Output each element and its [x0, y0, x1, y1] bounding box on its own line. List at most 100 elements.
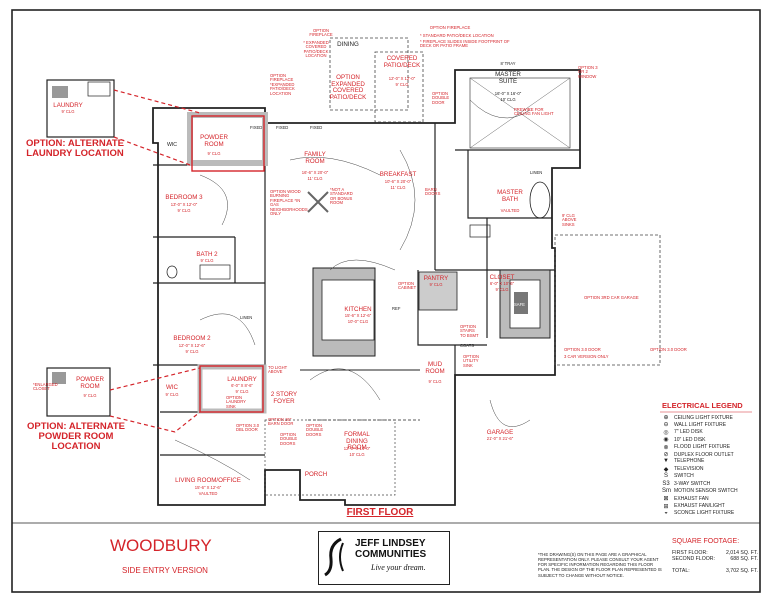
car-version-note: 3 CAR VERSION ONLY: [564, 354, 609, 359]
legend-item-label: DUPLEX FLOOR OUTLET: [674, 451, 734, 458]
option-double-door: OPTION DOUBLE DOOR: [432, 91, 450, 105]
wood-fireplace-note: OPTION WOOD BURNING FIREPLACE *IN GAS NE…: [270, 189, 308, 217]
sqft-row: FIRST FLOOR:2,014 SQ. FT.: [672, 550, 758, 556]
fixed-label-2: FIXED: [276, 125, 289, 130]
garage-door-note-2: OPTION 3.0 DOOR: [650, 347, 687, 352]
not-standard-note: *NOT A STANDARD OR BONUS ROOM: [330, 187, 353, 206]
living-office-clg: VAULTED: [198, 491, 218, 496]
legend-item-label: EXHAUST FAN: [674, 495, 709, 502]
mud-room-clg: 9' CLG: [428, 379, 442, 384]
powder-room-clg: 9' CLG: [207, 151, 221, 156]
bath2-label: BATH 2: [196, 251, 218, 258]
living-office-dim: 15'-6" X 12'-6": [194, 485, 222, 490]
floor-label: FIRST FLOOR: [346, 507, 414, 518]
led-disk-10-icon: ◉: [663, 437, 669, 444]
mud-room-label: MUD ROOM: [425, 361, 445, 375]
breakfast-label: BREAKFAST: [379, 171, 417, 178]
floor-outlet-icon: ⊘: [663, 452, 669, 458]
living-office-label: LIVING ROOM/OFFICE: [175, 477, 241, 484]
legend-item: ◒SCONCE LIGHT FIXTURE: [662, 510, 734, 516]
logo-line-1: JEFF LINDSEY: [355, 538, 426, 549]
master-suite-dim: 16'-0" X 16'-0": [494, 91, 522, 96]
garage-dim: 21'-0" X 21'-6": [486, 436, 514, 441]
option-fireplace-left: OPTION FIREPLACE *EXPANDED PATIO/DECK LO…: [270, 73, 295, 96]
exhaust-fan-icon: ⊠: [663, 496, 669, 503]
barn-door-note: OPTION 36" BARN DOOR: [268, 417, 294, 427]
bedroom3-dim: 13'-0" X 12'-0": [170, 202, 198, 207]
pantry-label: PANTRY: [423, 275, 449, 282]
family-room-dim: 16'-6" X 20'-0": [301, 170, 329, 175]
disclaimer: *THE DRAWING(S) ON THIS PAGE ARE A GRAPH…: [538, 552, 662, 578]
legend-item-label: 7" LED DISK: [674, 429, 703, 436]
master-tray: 8' TRAY: [500, 61, 516, 66]
fixed-label-1: FIXED: [250, 125, 263, 130]
bedroom2-dim: 12'-0" X 12'-6": [178, 343, 206, 348]
sqft-title: SQUARE FOOTAGE:: [672, 538, 740, 545]
sqft-label: TOTAL:: [672, 568, 690, 574]
legend-item: ◎ 7" LED DISK: [662, 429, 703, 436]
alt-powder-option: OPTION: ALTERNATE POWDER ROOM LOCATION: [27, 421, 125, 452]
option-window: OPTION 3 OR 2 WINDOW: [578, 65, 598, 79]
ref-label: REF: [392, 306, 401, 311]
option-fireplace-top: OPTION FIREPLACE: [309, 28, 333, 38]
powder-room-label: POWDER ROOM: [200, 134, 228, 148]
kitchen-clg: 10'-0" CLG: [347, 319, 369, 324]
alt-laundry-option: OPTION: ALTERNATE LAUNDRY LOCATION: [26, 138, 124, 159]
company-logo: JEFF LINDSEY COMMUNITIES Live your dream…: [318, 531, 450, 585]
formal-dining-clg: 10' CLG: [349, 452, 365, 457]
legend-item: ⊞EXHAUST FAN/LIGHT: [662, 503, 724, 510]
legend-item: S3 3-WAY SWITCH: [662, 481, 710, 487]
pantry-clg: 9' CLG: [429, 282, 443, 287]
legend-item-label: 10" LED DISK: [674, 436, 706, 443]
switch-icon: S: [663, 473, 668, 480]
legend-item-label: SCONCE LIGHT FIXTURE: [674, 510, 735, 517]
legend-item-label: MOTION SENSOR SWITCH: [674, 488, 738, 494]
foyer-label: 2 STORY FOYER: [270, 391, 298, 405]
covered-patio-label: COVERED PATIO/DECK: [383, 55, 421, 69]
barn-doors-note: BARN DOORS: [425, 187, 441, 197]
plan-version: SIDE ENTRY VERSION: [122, 566, 208, 575]
flood-light-icon: ⊗: [663, 444, 669, 451]
sqft-value: 2,014 SQ. FT.: [725, 550, 758, 556]
plan-name: WOODBURY: [110, 536, 212, 555]
bath2-clg: 9' CLG: [200, 258, 214, 263]
master-bath-clg: VAULTED: [500, 208, 520, 213]
laundry-clg: 9' CLG: [235, 389, 249, 394]
television-icon: ◆: [663, 466, 669, 473]
led-disk-icon: ◎: [663, 429, 669, 436]
wall-light-icon: ⊖: [663, 422, 669, 429]
fixed-label-3: FIXED: [310, 125, 323, 130]
sink-clg-note: 9' CLG ABOVE SINKS: [562, 213, 577, 227]
exhaust-fan-light-icon: ⊞: [663, 503, 669, 510]
alt-powder-clg: 9' CLG: [83, 393, 97, 398]
legend-item: ⊗FLOOD LIGHT FIXTURE: [662, 444, 730, 451]
legend-item: ⊕CEILING LIGHT FIXTURE: [662, 414, 733, 422]
safe-label: SAFE: [514, 302, 525, 307]
alt-laundry-room-label: LAUNDRY: [53, 102, 83, 109]
master-suite-label: MASTER SUITE: [495, 71, 521, 85]
three-way-switch-icon: S3: [662, 480, 670, 487]
bedroom2-label: BEDROOM 2: [173, 335, 211, 342]
porch-label: PORCH: [304, 471, 328, 478]
sqft-row: TOTAL: 3,702 SQ. FT.: [672, 568, 758, 574]
master-bath-label: MASTER BATH: [497, 189, 523, 203]
bedroom2-clg: 9' CLG: [185, 349, 199, 354]
double-doors-note-2: OPTION DOUBLE DOORS: [306, 423, 324, 437]
sqft-value: 3,702 SQ. FT.: [725, 568, 758, 574]
enlarged-closet-note: *ENLARGED CLOSET: [33, 382, 58, 392]
cabinet-note: OPTION CABINET: [398, 281, 417, 291]
legend-item: ⊘ DUPLEX FLOOR OUTLET: [662, 451, 734, 459]
legend-item-label: CEILING LIGHT FIXTURE: [674, 414, 733, 421]
legend-item-label: 3-WAY SWITCH: [674, 480, 711, 487]
breakfast-clg: 11' CLG: [390, 185, 406, 190]
formal-dining-label: FORMAL DINING ROOM: [344, 431, 370, 451]
formal-dining-dim: 12'-0" X 14'-0": [343, 446, 371, 451]
standard-patio-note: * STANDARD PATIO/DECK LOCATION: [420, 33, 494, 38]
legend-title: ELECTRICAL LEGEND: [662, 401, 743, 410]
sqft-row: SECOND FLOOR:688 SQ. FT.: [672, 556, 758, 562]
logo-tagline: Live your dream.: [371, 563, 426, 572]
bedroom3-clg: 9' CLG: [177, 208, 191, 213]
